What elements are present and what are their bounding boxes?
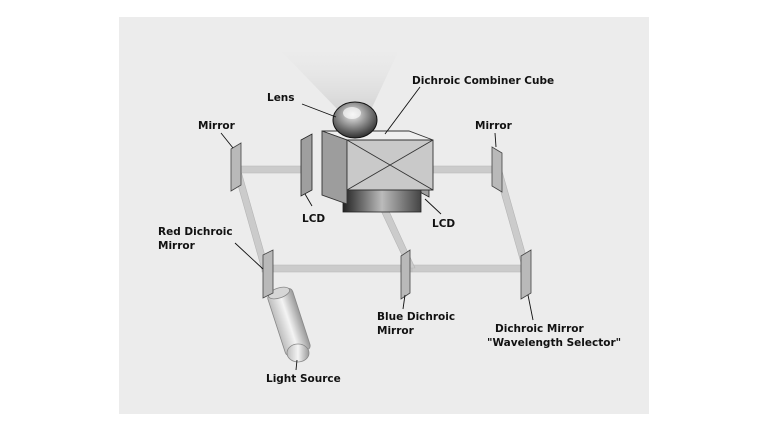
wavelength-selector-mirror	[520, 249, 532, 300]
red-dichroic-mirror	[262, 249, 274, 299]
leader-lines	[220, 86, 534, 371]
label-blue-dichroic-line2: Mirror	[377, 325, 415, 337]
mirrors	[230, 142, 532, 300]
label-lcd-right: LCD	[432, 218, 455, 230]
label-blue-dichroic-line1: Blue Dichroic	[377, 311, 455, 323]
label-mirror-right: Mirror	[475, 120, 513, 132]
label-red-dichroic-line2: Mirror	[158, 240, 196, 252]
projection-cone	[282, 52, 398, 112]
blue-dichroic-mirror	[400, 249, 411, 300]
lens	[332, 101, 378, 139]
label-lcd-left: LCD	[302, 213, 325, 225]
light-source-bulb	[267, 286, 311, 363]
dichroic-combiner-cube	[321, 130, 434, 205]
label-selector-line2: "Wavelength Selector"	[487, 337, 621, 349]
lcd-left	[300, 133, 313, 197]
mirror-top-left	[230, 142, 242, 192]
label-mirror-left: Mirror	[198, 120, 236, 132]
mirror-top-right	[491, 146, 503, 193]
label-red-dichroic-line1: Red Dichroic	[158, 226, 233, 238]
label-combiner-cube: Dichroic Combiner Cube	[412, 75, 554, 87]
label-lens: Lens	[267, 92, 295, 104]
label-light-source: Light Source	[266, 373, 341, 385]
label-selector-line1: Dichroic Mirror	[495, 323, 585, 335]
